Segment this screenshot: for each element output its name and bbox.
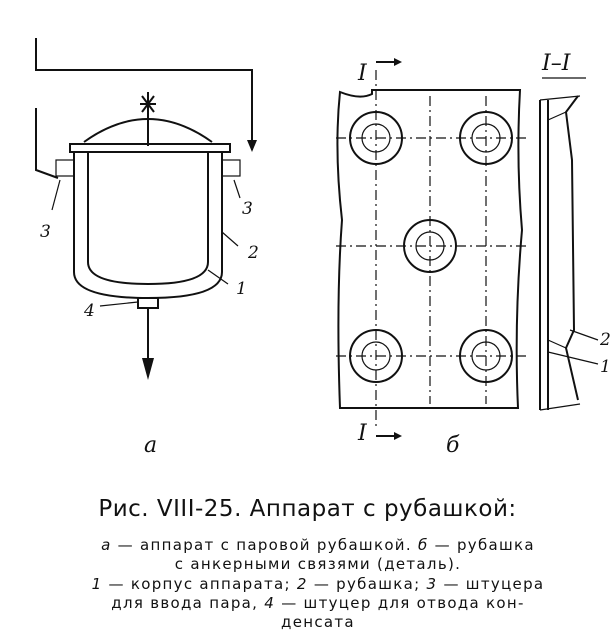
caption-text-3: — штуцера xyxy=(437,575,545,593)
sublabel-b: б xyxy=(446,433,460,458)
section-jacket xyxy=(564,95,579,401)
condensate-nozzle xyxy=(137,297,159,309)
section-label-1: 1 xyxy=(600,357,611,377)
caption-num-2: 2 xyxy=(296,575,308,593)
steam-pipe xyxy=(35,38,253,150)
caption-text-4b: — штуцер для отвода кон- xyxy=(275,594,525,612)
caption-line-4: для ввода пара, 4 — штуцер для отвода ко… xyxy=(38,594,598,612)
caption-line-3: 1 — корпус аппарата; 2 — рубашка; 3 — шт… xyxy=(38,575,598,593)
caption-num-4: 4 xyxy=(264,594,276,612)
section-mark-bottom: I xyxy=(357,421,368,446)
nozzle-left xyxy=(55,159,75,177)
label-4: 4 xyxy=(83,301,95,321)
vessel-body xyxy=(87,152,209,286)
jacket-detail-drawing: I I б xyxy=(336,58,526,458)
section-label-2: 2 xyxy=(599,330,611,350)
anchor-tie xyxy=(403,219,457,273)
caption-letter-a: а xyxy=(101,536,112,554)
caption-num-1: 1 xyxy=(91,575,103,593)
caption-text-1: — корпус аппарата; xyxy=(102,575,297,593)
section-mark-top: I xyxy=(357,61,368,86)
flange xyxy=(69,143,231,153)
label-1: 1 xyxy=(236,279,247,299)
anchor-tie xyxy=(349,111,403,165)
caption-text-a: — аппарат с паровой рубашкой. xyxy=(111,536,418,554)
caption-line-2: с анкерными связями (деталь). xyxy=(174,555,462,573)
label-3-left: 3 xyxy=(40,222,51,242)
anchor-tie xyxy=(349,329,403,383)
caption-title: Рис. VIII-25. Аппарат с рубашкой: xyxy=(98,496,517,522)
section-wall xyxy=(539,100,549,410)
steam-arrow xyxy=(247,140,257,152)
outlet-arrow xyxy=(142,358,154,380)
caption-text-2: — рубашка; xyxy=(307,575,427,593)
agitator-icon xyxy=(140,92,156,146)
label-2: 2 xyxy=(247,243,259,263)
label-3-right: 3 xyxy=(242,199,253,219)
section-view: I–I 2 1 xyxy=(539,51,611,411)
figure-drawing: 3 3 2 1 4 а I I б I–I xyxy=(35,38,611,458)
apparatus-drawing: 3 3 2 1 4 а xyxy=(35,38,259,458)
caption-letter-b: б xyxy=(417,536,429,554)
caption-line-1: а — аппарат с паровой рубашкой. б — руба… xyxy=(38,536,598,554)
caption-line-5: денсата xyxy=(281,613,355,631)
nozzle-right xyxy=(221,159,241,177)
caption-text-b: — рубашка xyxy=(428,536,535,554)
sublabel-a: а xyxy=(144,433,157,458)
jacket-plate-outline xyxy=(336,89,524,409)
anchor-tie xyxy=(459,111,513,165)
anchor-tie xyxy=(459,329,513,383)
section-title: I–I xyxy=(541,51,572,76)
caption-text-4a: для ввода пара, xyxy=(111,594,265,612)
caption-num-3: 3 xyxy=(426,575,438,593)
